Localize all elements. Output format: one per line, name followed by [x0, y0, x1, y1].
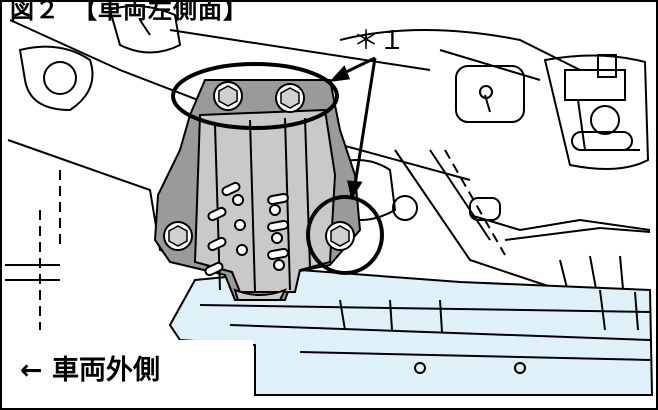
callout-label: ＊１ [353, 26, 406, 56]
callout-leader-arrows [329, 56, 377, 200]
bolt-bottom-right [325, 221, 355, 251]
diagram-title: 図２ 【車両左側面】 [10, 0, 248, 24]
direction-label: ← 車両外側 [20, 355, 161, 386]
bolt-top-right [275, 83, 305, 113]
bolt-bottom-left [163, 221, 193, 251]
vehicle-body-linework [5, 5, 651, 330]
callout-ellipse-right [306, 195, 384, 275]
callout-ellipse-top [171, 62, 339, 130]
frame-member [168, 268, 654, 396]
bolt-top-left [213, 81, 243, 111]
direction-label-box [9, 340, 253, 388]
